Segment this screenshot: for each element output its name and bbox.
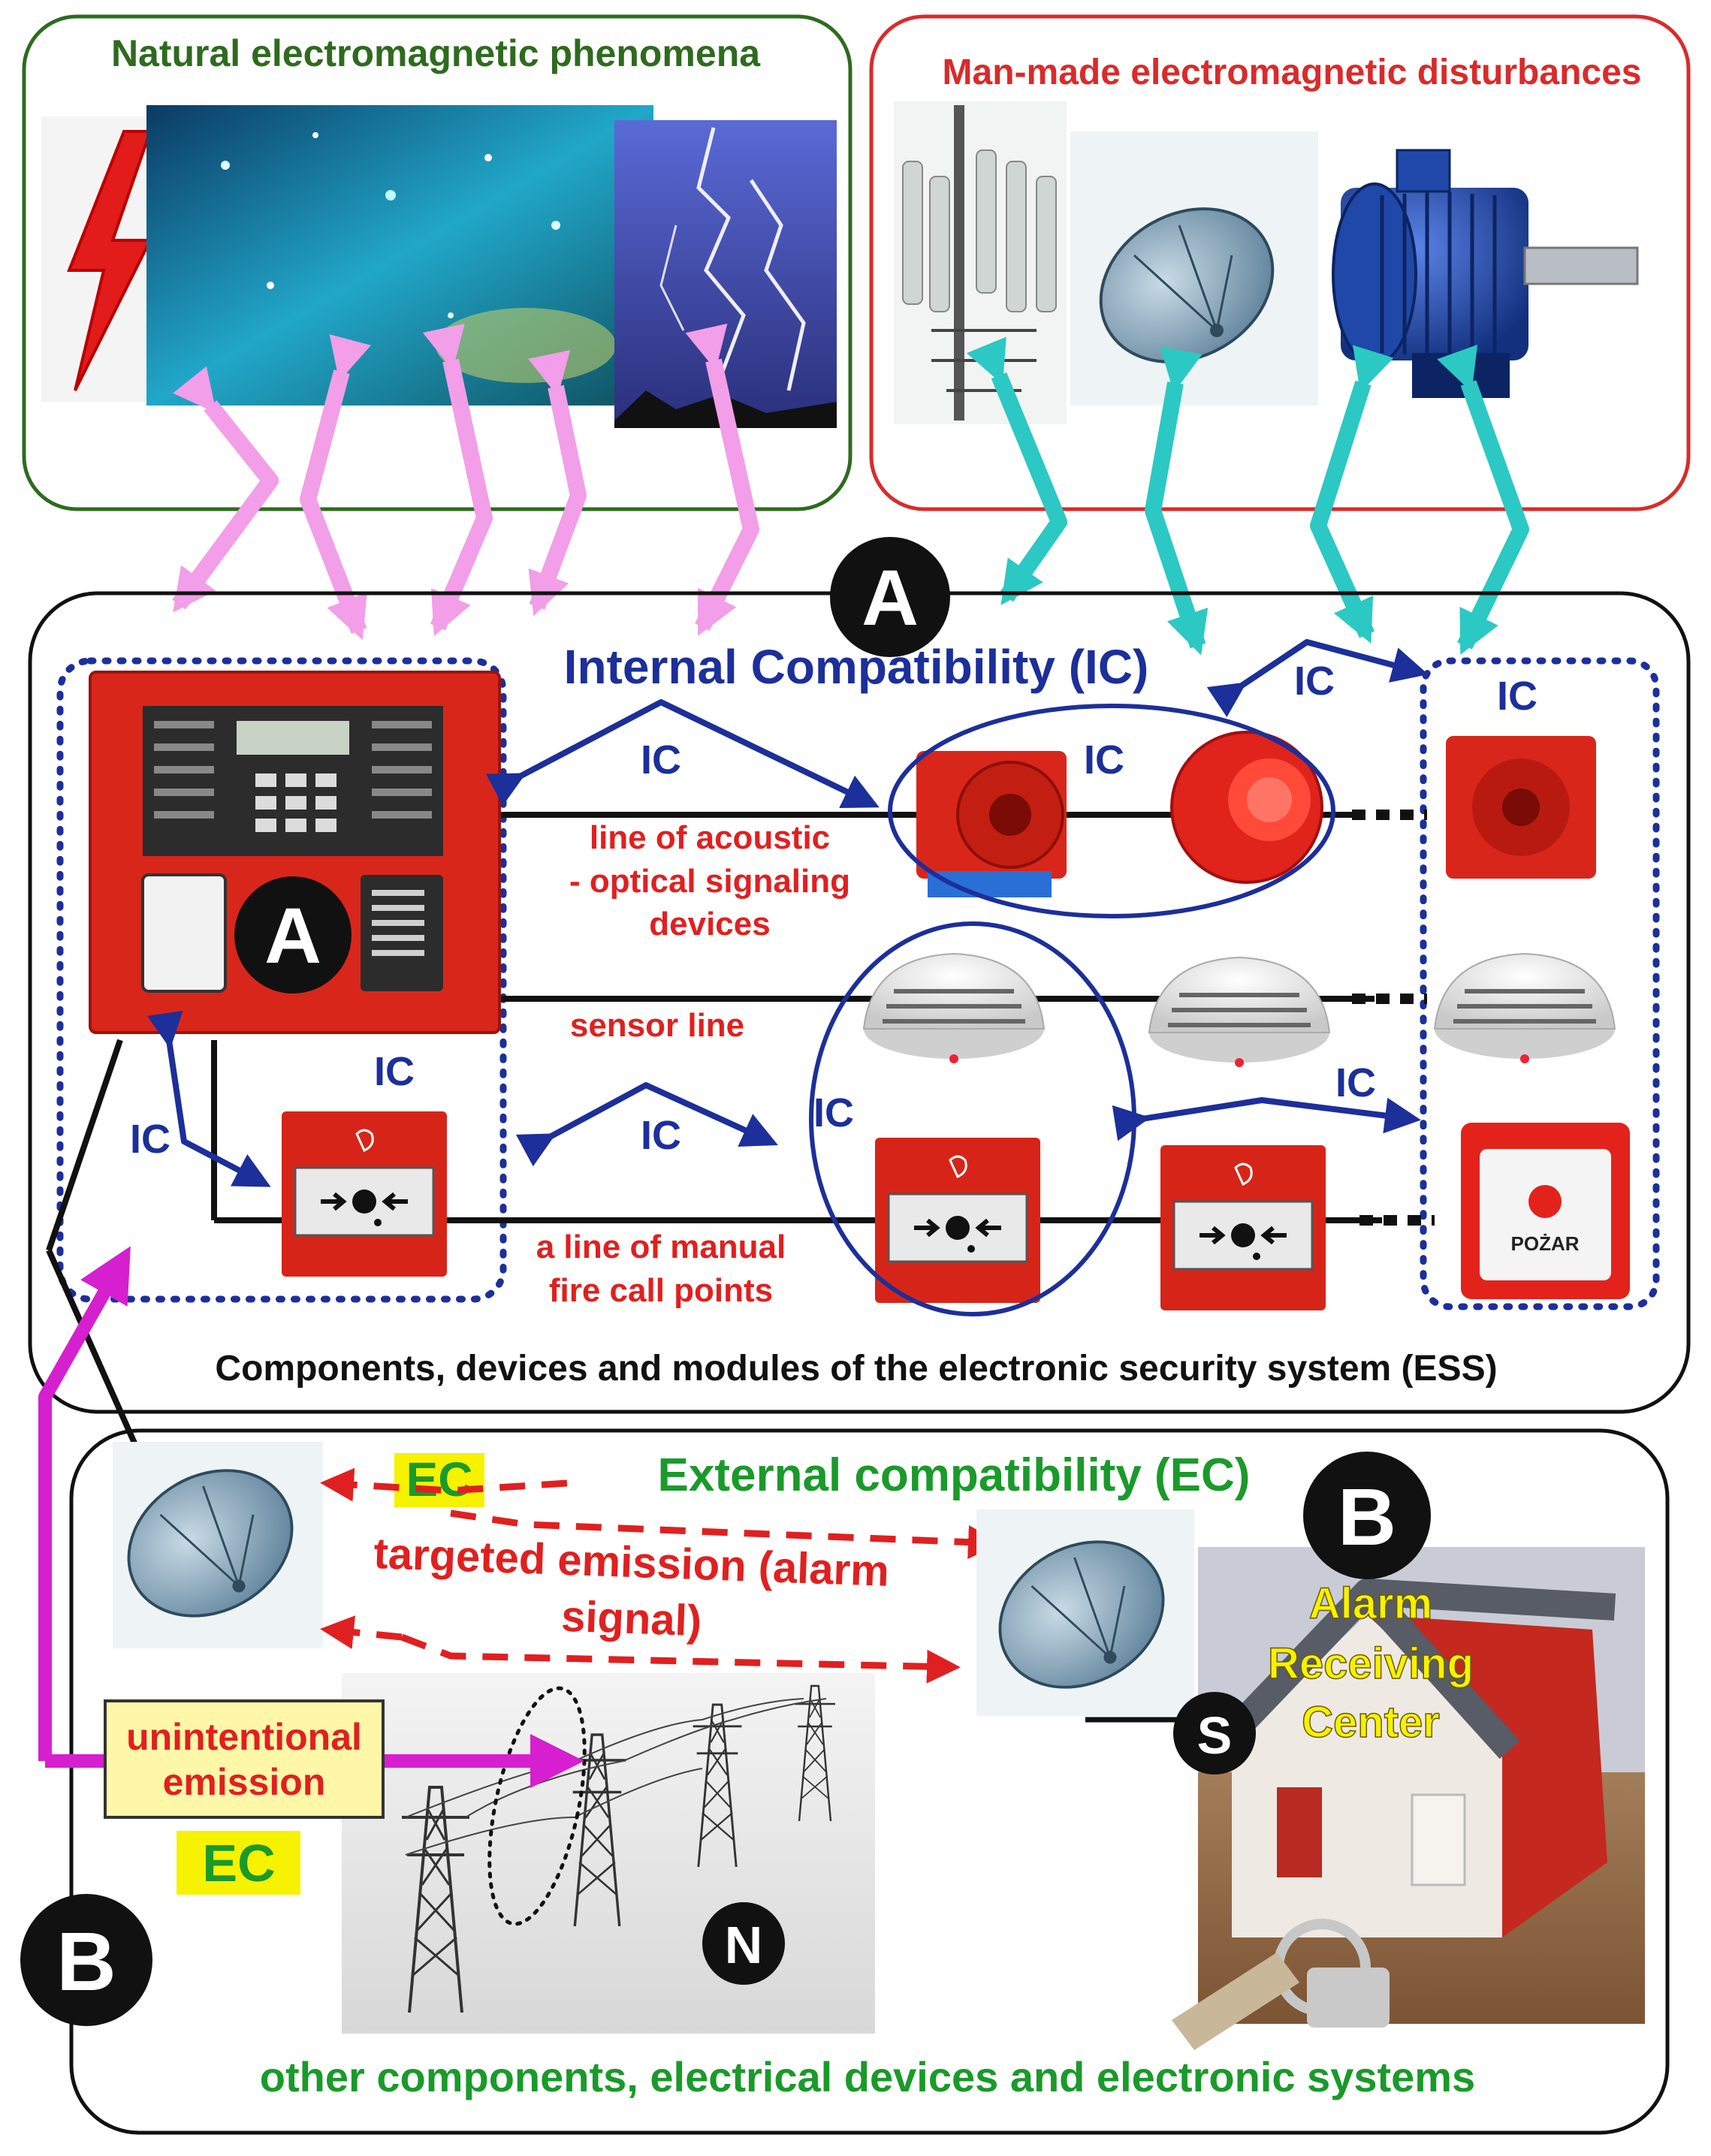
svg-text:A: A <box>264 892 321 980</box>
natural-phenomena-box: Natural electromagnetic phenomena <box>22 14 852 511</box>
smoke-detector-2 <box>1149 957 1329 1067</box>
manual-call-point-2 <box>875 1138 1040 1303</box>
alarm-center-label-2: Receiving <box>1268 1639 1474 1688</box>
acoustic-group-ellipse <box>888 704 1335 918</box>
alarm-center-label-3: Center <box>1302 1698 1440 1747</box>
manual-call-point-3 <box>1160 1145 1326 1310</box>
svg-text:unintentional: unintentional <box>126 1716 362 1758</box>
external-box: other components, electrical devices and… <box>20 1246 1670 2135</box>
marker-n: N <box>702 1902 785 1985</box>
sounder-device-right <box>1446 736 1596 879</box>
ess-box: Components, devices and modules of the e… <box>28 537 1691 1455</box>
line-continuation-dots <box>1352 810 1435 1226</box>
electric-motor-image <box>1332 149 1639 398</box>
manual-line-label-1: a line of manual <box>536 1229 786 1265</box>
manmade-interference-arrows <box>966 336 1529 656</box>
control-panel-group <box>56 657 507 1303</box>
ec-label-top: EC <box>394 1452 484 1507</box>
call-point-label: POŻAR <box>1511 1232 1580 1255</box>
sounder-beacon-device <box>916 751 1067 897</box>
ess-caption: Components, devices and modules of the e… <box>215 1349 1497 1389</box>
unintentional-emission-box: unintentional emission <box>104 1699 385 1819</box>
alarm-center-label-1: Alarm <box>1309 1579 1432 1628</box>
ec-label-bottom: EC <box>177 1831 300 1895</box>
svg-text:S: S <box>1197 1706 1233 1765</box>
sensor-line-label: sensor line <box>570 1007 744 1044</box>
ic-label-2: IC <box>1084 737 1124 782</box>
marker-a-panel: A <box>234 876 352 994</box>
alarm-receiving-center-image <box>1172 1547 1645 2050</box>
manmade-disturbances-title: Man-made electromagnetic disturbances <box>943 53 1642 92</box>
other-systems-caption: other components, electrical devices and… <box>260 2053 1475 2100</box>
svg-text:EC: EC <box>202 1834 275 1892</box>
fire-alarm-control-panel <box>89 671 501 1034</box>
natural-interference-arrows <box>172 323 759 641</box>
smoke-detector-3 <box>1435 954 1615 1063</box>
marker-b-left: B <box>20 1894 152 2026</box>
acoustic-line-label-2: - optical signaling <box>569 863 850 900</box>
internal-compatibility-title: Internal Compatibility (IC) <box>564 640 1149 694</box>
manmade-disturbances-box: Man-made electromagnetic disturbances <box>869 14 1691 511</box>
svg-text:N: N <box>725 1916 763 1974</box>
ic-label-8: IC <box>813 1090 854 1135</box>
ic-label-9: IC <box>1335 1060 1376 1105</box>
ic-arrows <box>146 639 1429 1187</box>
external-compatibility-title: External compatibility (EC) <box>658 1449 1251 1501</box>
targeted-emission-arrows <box>320 1467 1002 1684</box>
satellite-dish-image <box>1070 131 1318 406</box>
strobe-beacon-device <box>1170 731 1323 884</box>
cosmic-radiation-image <box>146 105 653 406</box>
svg-text:emission: emission <box>163 1761 326 1803</box>
ic-label-4: IC <box>1497 674 1537 719</box>
transmitter-dish-image <box>101 1440 323 1648</box>
svg-text:A: A <box>862 554 919 642</box>
manual-call-point-pozar: POŻAR <box>1461 1123 1630 1299</box>
marker-b-right: B <box>1303 1452 1431 1579</box>
acoustic-line-label-3: devices <box>649 906 770 942</box>
cell-tower-image <box>894 101 1067 424</box>
smoke-detector-1 <box>864 954 1044 1063</box>
manual-line-label-2: fire call points <box>549 1272 773 1309</box>
natural-phenomena-title: Natural electromagnetic phenomena <box>111 32 761 74</box>
targeted-emission-label-2: signal) <box>560 1592 702 1645</box>
ic-label-7: IC <box>641 1113 681 1158</box>
power-line-image <box>342 1673 875 2034</box>
marker-s: S <box>1173 1692 1256 1775</box>
acoustic-line-label-1: line of acoustic <box>590 819 830 856</box>
peripheral-devices-group <box>1420 657 1660 1310</box>
ic-label-5: IC <box>374 1049 415 1094</box>
ic-label-6: IC <box>130 1117 170 1162</box>
receiver-dish-image <box>972 1509 1194 1718</box>
svg-text:EC: EC <box>406 1452 473 1506</box>
ic-label-3: IC <box>1294 659 1335 704</box>
svg-text:B: B <box>1338 1471 1396 1562</box>
ic-label-1: IC <box>641 737 681 782</box>
svg-text:B: B <box>56 1916 116 2008</box>
targeted-emission-label-1: targeted emission (alarm <box>373 1529 889 1596</box>
marker-a-top: A <box>830 537 950 657</box>
manual-call-point-1 <box>282 1111 447 1277</box>
